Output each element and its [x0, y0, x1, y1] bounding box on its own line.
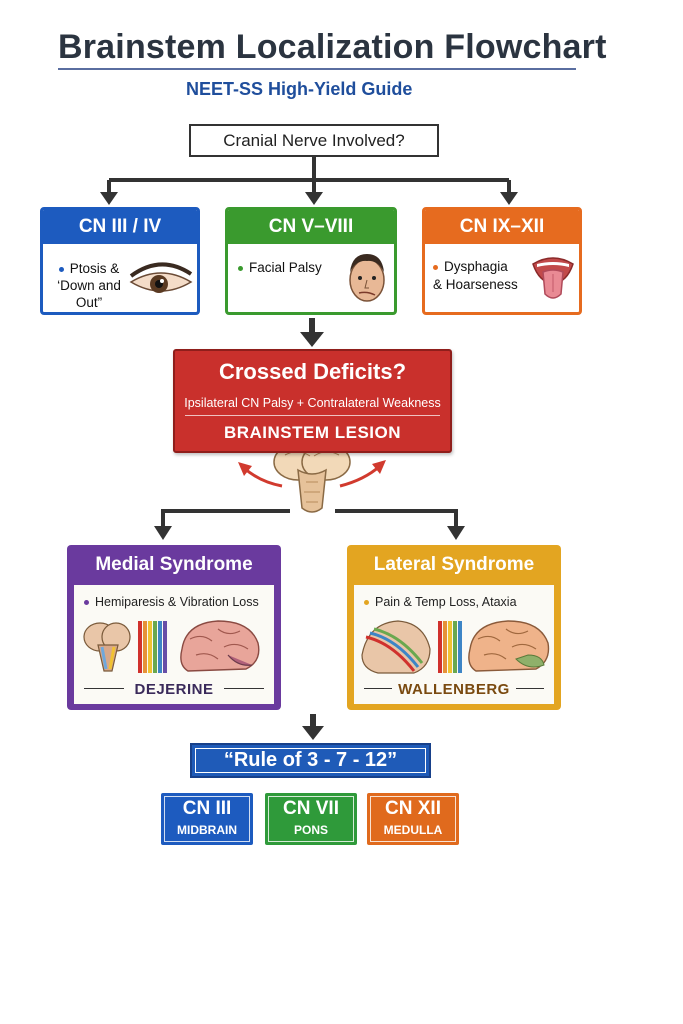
medial-syndrome-feature: Hemiparesis & Vibration Loss — [84, 595, 259, 609]
finding-line-3: Out” — [75, 295, 103, 310]
badge-frame — [370, 796, 456, 842]
finding-line-2: ‘Down and — [57, 278, 121, 293]
divider — [185, 415, 440, 416]
medial-syndrome-box: Medial Syndrome Hemiparesis & Vibration … — [67, 545, 281, 710]
connector-to-medial — [161, 509, 290, 528]
cn-iii-iv-title: CN III / IV — [43, 210, 197, 244]
rule-text: “Rule of 3 - 7 - 12” — [223, 749, 398, 771]
mouth-tongue-icon — [532, 257, 574, 299]
lateral-syndrome-title: Lateral Syndrome — [373, 554, 535, 575]
page-title: Brainstem Localization Flowchart — [58, 28, 607, 66]
banner-frame — [195, 748, 426, 773]
bullet-icon — [84, 600, 89, 606]
level-cn-xii: CN XII MEDULLA — [367, 793, 459, 845]
arrowhead-cn-iii — [100, 192, 118, 205]
divider-left — [364, 688, 392, 689]
level-cn-vii: CN VII PONS — [265, 793, 357, 845]
cn-ix-xii-box: CN IX–XII Dysphagia & Hoarseness — [422, 207, 582, 315]
rule-of-3-7-12-banner: “Rule of 3 - 7 - 12” — [190, 743, 431, 778]
cranial-nerve-question: Cranial Nerve Involved? — [189, 124, 439, 157]
finding-line-1: Ptosis & — [69, 261, 120, 276]
arrowhead-rule — [302, 726, 324, 740]
finding-line-2: & Hoarseness — [433, 277, 518, 292]
finding-line-1: Dysphagia — [444, 259, 508, 274]
crossed-deficits-box: Crossed Deficits? Ipsilateral CN Palsy +… — [173, 349, 452, 453]
level-nerve: CN XII — [385, 798, 441, 819]
cn-v-viii-findings: Facial Palsy — [238, 260, 322, 275]
cn-v-viii-box: CN V–VIII Facial Palsy — [225, 207, 397, 315]
bullet-icon — [238, 265, 243, 271]
lateral-syndrome-box: Lateral Syndrome Pain & Temp Loss, Ataxi… — [347, 545, 561, 710]
wallenberg-label: WALLENBERG — [398, 681, 510, 698]
cn-iii-iv-findings: Ptosis & ‘Down and Out” — [53, 260, 125, 311]
page-subtitle: NEET-SS High-Yield Guide — [186, 79, 413, 99]
lateral-syndrome-feature: Pain & Temp Loss, Ataxia — [364, 595, 517, 609]
bullet-icon — [364, 600, 369, 606]
cn-iii-iv-box: CN III / IV Ptosis & ‘Down and Out” — [40, 207, 200, 315]
connector-to-lateral — [335, 509, 458, 528]
badge-frame — [268, 796, 354, 842]
arrowhead-lateral — [447, 526, 465, 540]
bullet-icon — [58, 266, 64, 272]
level-nerve: CN III — [182, 798, 232, 819]
crossed-deficits-title: Crossed Deficits? — [218, 359, 407, 384]
cn-ix-xii-title: CN IX–XII — [425, 210, 579, 244]
cn-v-viii-title: CN V–VIII — [228, 210, 394, 244]
level-site: PONS — [293, 823, 328, 837]
level-site: MIDBRAIN — [177, 823, 237, 837]
brainstem-icon — [273, 443, 351, 513]
cn-ix-xii-findings: Dysphagia & Hoarseness — [433, 258, 518, 294]
lateral-brainstem-and-brain-icon — [361, 620, 550, 674]
finding-line-1: Facial Palsy — [249, 260, 322, 275]
level-site: MEDULLA — [383, 823, 443, 837]
badge-frame — [164, 796, 250, 842]
eye-icon — [129, 262, 193, 293]
medial-brainstem-and-brain-icon — [83, 620, 260, 673]
dejerine-label: DEJERINE — [134, 681, 214, 698]
arrowhead-cn-v — [305, 192, 323, 205]
level-nerve: CN VII — [283, 798, 339, 819]
arrowhead-crossed — [300, 332, 324, 347]
brainstem-lesion-label: BRAINSTEM LESION — [223, 423, 402, 442]
crossed-deficits-description: Ipsilateral CN Palsy + Contralateral Wea… — [184, 396, 441, 410]
divider-right — [516, 688, 544, 689]
arrowhead-medial — [154, 526, 172, 540]
divider-left — [84, 688, 124, 689]
face-icon — [349, 254, 385, 302]
title-underline — [58, 68, 576, 70]
level-cn-iii: CN III MIDBRAIN — [161, 793, 253, 845]
divider-right — [224, 688, 264, 689]
bullet-icon — [433, 264, 438, 270]
arrowhead-cn-ix — [500, 192, 518, 205]
medial-syndrome-title: Medial Syndrome — [95, 554, 253, 575]
